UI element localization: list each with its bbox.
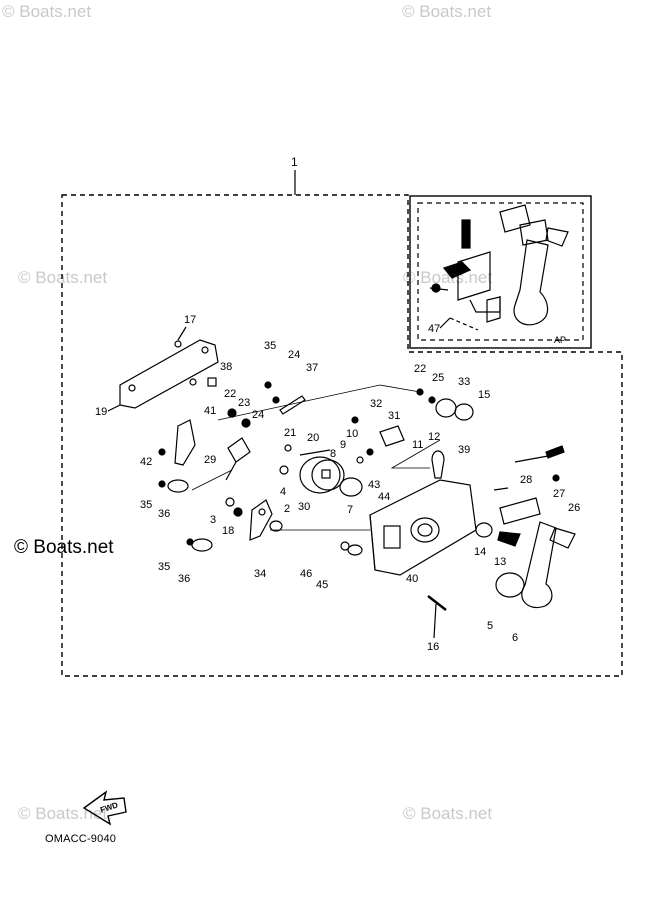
part-label-41: 41 bbox=[204, 405, 216, 417]
part-label-7: 7 bbox=[347, 504, 353, 516]
part-label-35: 35 bbox=[158, 561, 170, 573]
assembly-dashed-border bbox=[61, 194, 623, 677]
inset-lever-assembly bbox=[429, 204, 569, 331]
fwd-arrow-icon bbox=[82, 790, 127, 826]
part-label-34: 34 bbox=[254, 568, 266, 580]
drawing-code: OMACC-9040 bbox=[45, 833, 117, 845]
part-label-5: 5 bbox=[487, 620, 493, 632]
part-label-24: 24 bbox=[288, 349, 300, 361]
part-label-22: 22 bbox=[224, 388, 236, 400]
part-label-25: 25 bbox=[432, 372, 444, 384]
part-label-46: 46 bbox=[300, 568, 312, 580]
part-label-42: 42 bbox=[140, 456, 152, 468]
part-label-11: 11 bbox=[412, 439, 423, 451]
part-label-32: 32 bbox=[370, 398, 382, 410]
cover-plate bbox=[119, 339, 219, 409]
part-label-15: 15 bbox=[478, 389, 490, 401]
part-label-35: 35 bbox=[140, 499, 152, 511]
part-label-45: 45 bbox=[316, 579, 328, 591]
part-label-38: 38 bbox=[220, 361, 232, 373]
part-label-27: 27 bbox=[553, 488, 565, 500]
part-label-2: 2 bbox=[284, 503, 290, 515]
part-label-6: 6 bbox=[512, 632, 518, 644]
inset-dashed-border bbox=[417, 202, 584, 341]
part-label-20: 20 bbox=[307, 432, 319, 444]
watermark: © Boats.net bbox=[403, 804, 493, 823]
part-label-22: 22 bbox=[414, 363, 426, 375]
part-label-8: 8 bbox=[330, 448, 336, 460]
part-label-13: 13 bbox=[494, 556, 506, 568]
part-label-28: 28 bbox=[520, 474, 532, 486]
control-lever bbox=[521, 521, 576, 609]
part-label-36: 36 bbox=[178, 573, 190, 585]
part-label-17: 17 bbox=[184, 314, 196, 326]
inset-box bbox=[409, 195, 592, 349]
part-label-43: 43 bbox=[368, 479, 380, 491]
part-label-18: 18 bbox=[222, 525, 234, 537]
part-label-14: 14 bbox=[474, 546, 486, 558]
watermark: © Boats.net bbox=[2, 2, 92, 21]
part-label-26: 26 bbox=[568, 502, 580, 514]
part-label-37: 37 bbox=[306, 362, 318, 374]
inset-ap-label: AP bbox=[554, 335, 566, 345]
watermark: © Boats.net bbox=[402, 2, 492, 21]
part-label-3: 3 bbox=[210, 514, 216, 526]
part-label-4: 4 bbox=[280, 486, 286, 498]
watermark: © Boats.net bbox=[14, 537, 114, 558]
part-label-23: 23 bbox=[238, 397, 250, 409]
watermark: © Boats.net bbox=[403, 268, 493, 287]
part-label-29: 29 bbox=[204, 454, 216, 466]
part-label-30: 30 bbox=[298, 501, 310, 513]
part-label-35: 35 bbox=[264, 340, 276, 352]
part-label-39: 39 bbox=[458, 444, 470, 456]
control-housing bbox=[369, 479, 477, 576]
part-label-47: 47 bbox=[428, 323, 440, 335]
part-label-12: 12 bbox=[428, 431, 440, 443]
friction-disk bbox=[299, 456, 345, 494]
part-label-40: 40 bbox=[406, 573, 418, 585]
part-label-44: 44 bbox=[378, 491, 390, 503]
part-label-1: 1 bbox=[291, 155, 298, 169]
part-label-9: 9 bbox=[340, 439, 346, 451]
part-label-21: 21 bbox=[284, 427, 296, 439]
part-label-36: 36 bbox=[158, 508, 170, 520]
part-label-19: 19 bbox=[95, 406, 107, 418]
part-label-16: 16 bbox=[427, 641, 439, 653]
part-label-31: 31 bbox=[388, 410, 400, 422]
part-label-33: 33 bbox=[458, 376, 470, 388]
fwd-label: FWD bbox=[99, 800, 119, 814]
part-label-10: 10 bbox=[346, 428, 358, 440]
